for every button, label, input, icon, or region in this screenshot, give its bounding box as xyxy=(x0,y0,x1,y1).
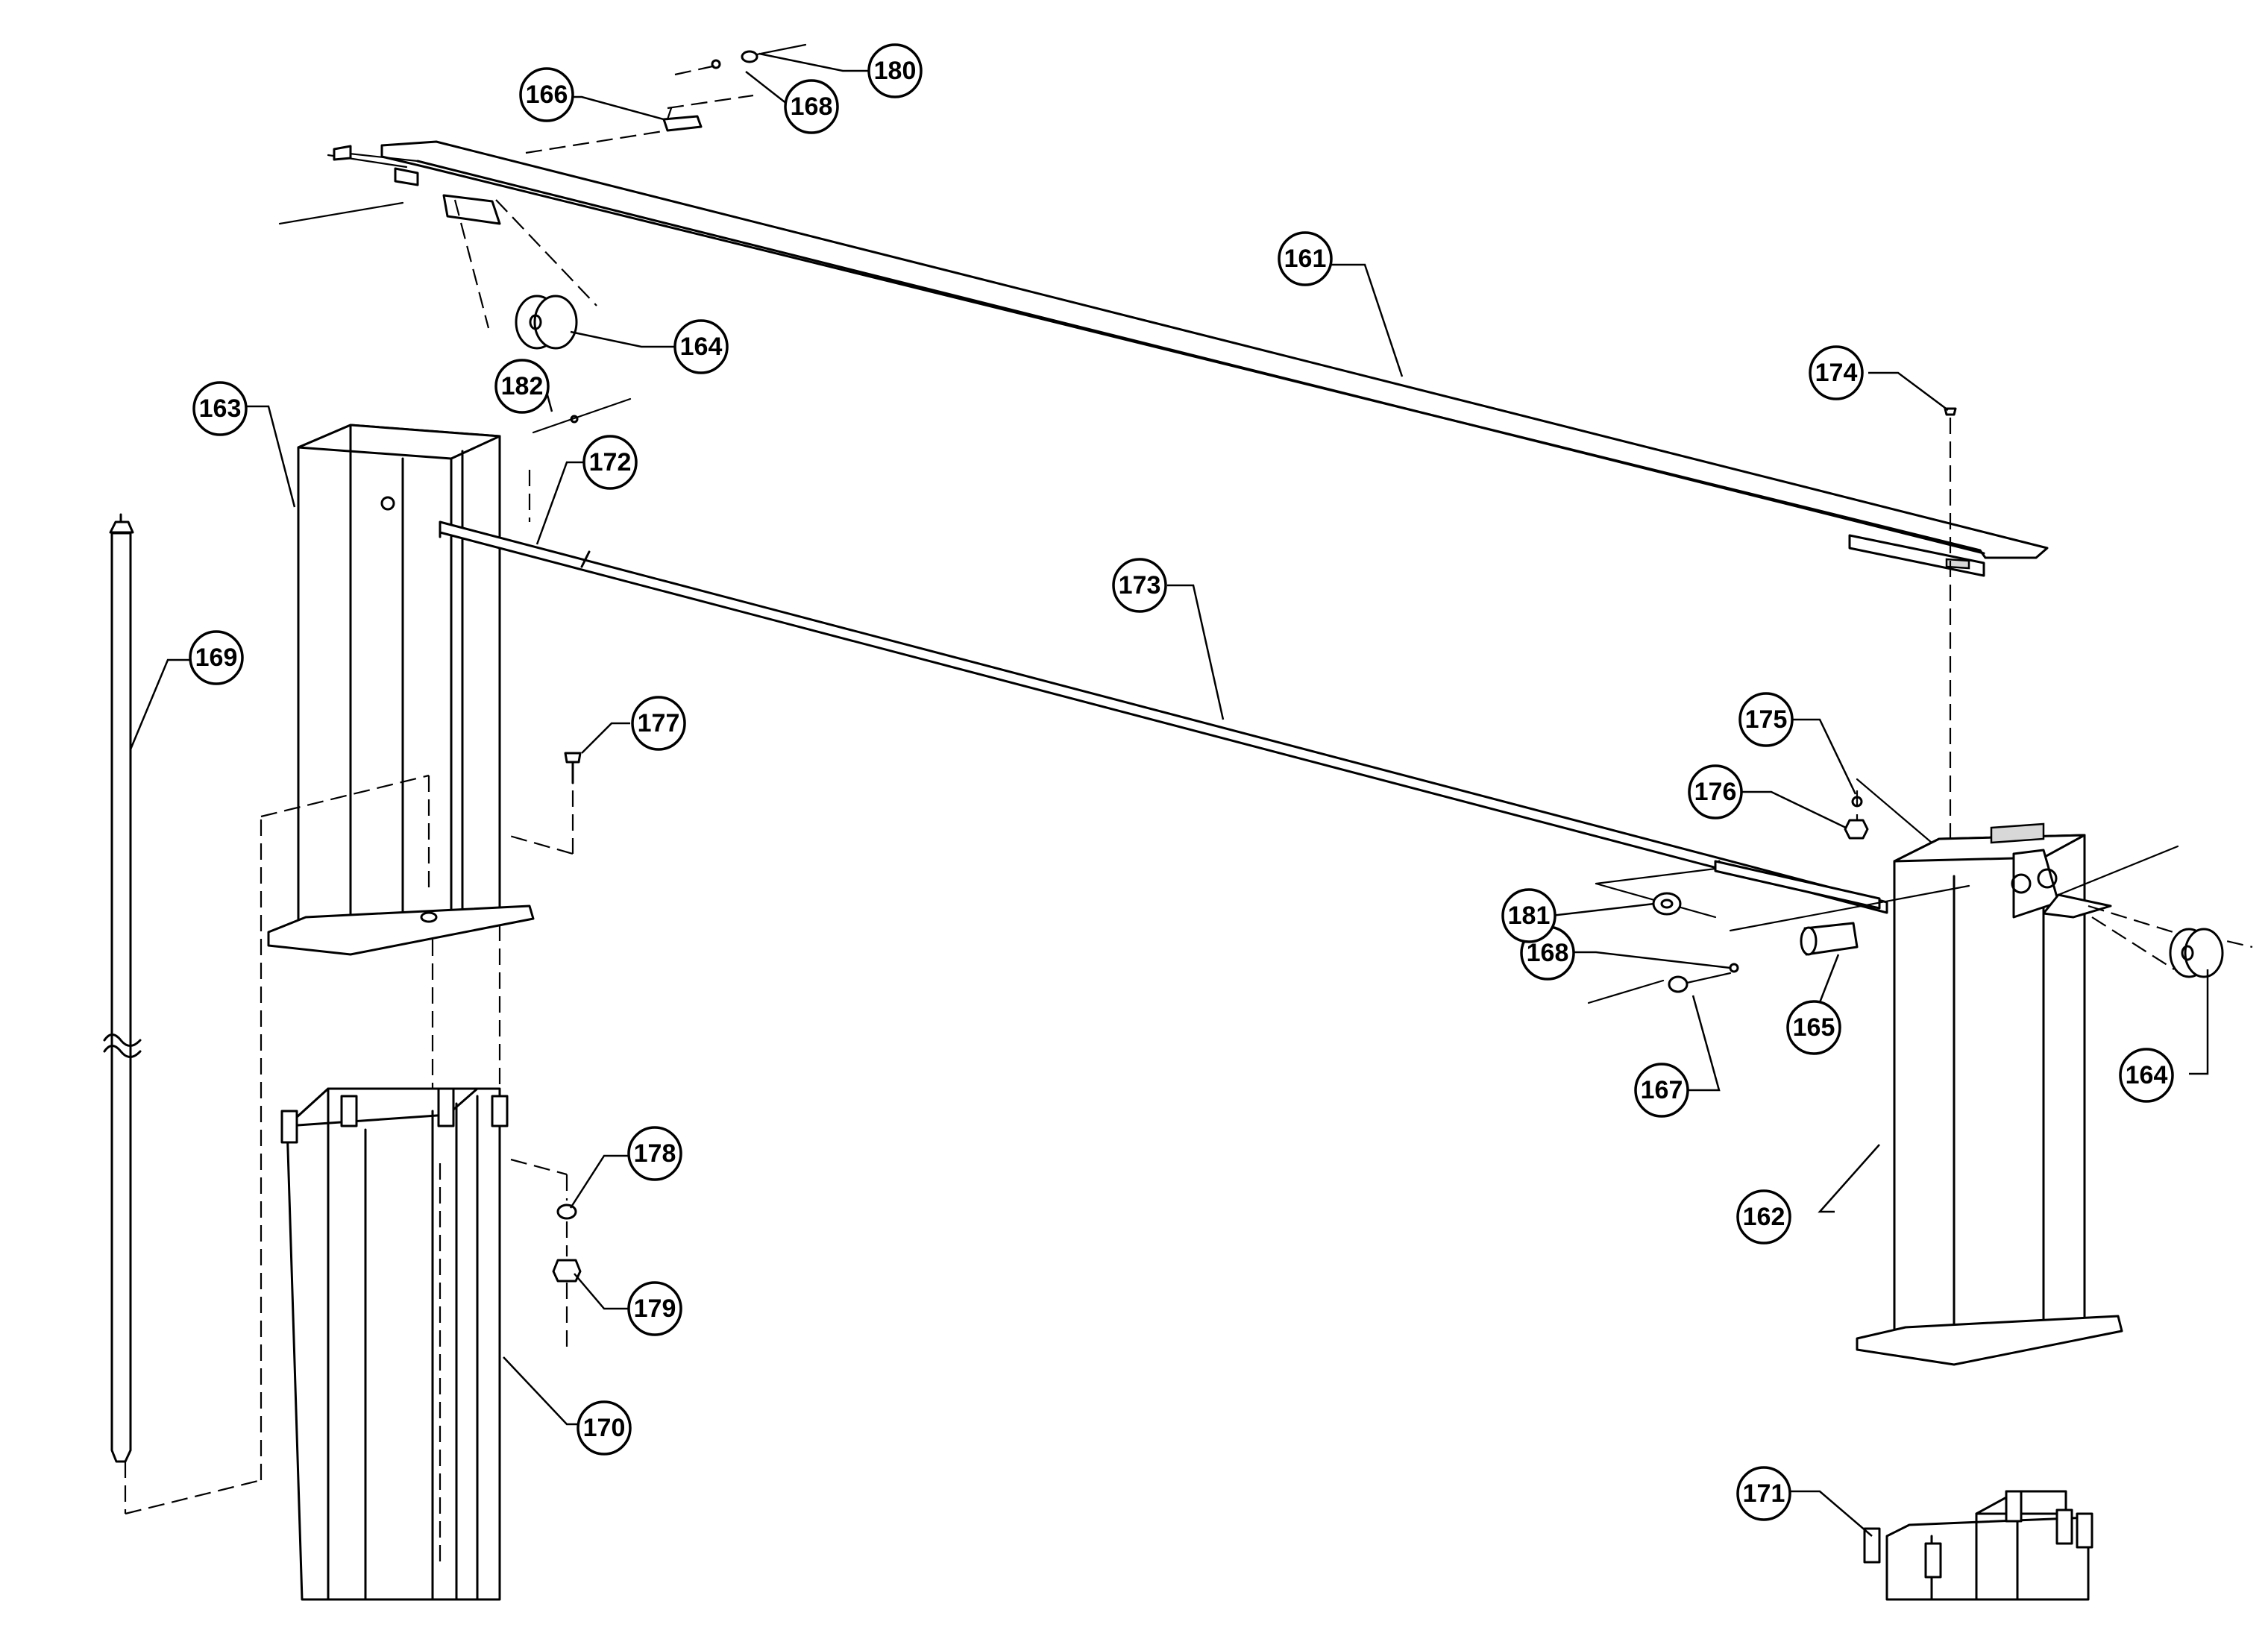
callout-167-label: 167 xyxy=(1641,1076,1683,1104)
rod-169 xyxy=(103,513,430,1515)
callout-178-label: 178 xyxy=(634,1139,676,1168)
callout-175: 175 xyxy=(1738,692,1794,747)
callout-169-label: 169 xyxy=(195,644,238,672)
callout-182: 182 xyxy=(494,359,550,414)
callout-181: 181 xyxy=(1501,888,1556,943)
callout-168-right-label: 168 xyxy=(1527,939,1569,967)
callout-171: 171 xyxy=(1736,1466,1791,1521)
callout-164-top: 164 xyxy=(673,319,729,374)
callout-168-top-label: 168 xyxy=(791,92,833,121)
callout-179-label: 179 xyxy=(634,1294,676,1323)
callout-173-label: 173 xyxy=(1119,571,1161,600)
pulley-right xyxy=(2088,904,2253,978)
callout-161: 161 xyxy=(1278,231,1333,286)
callout-162: 162 xyxy=(1736,1189,1791,1245)
right-column-lower xyxy=(1863,1490,2093,1601)
callout-181-label: 181 xyxy=(1508,902,1551,930)
pulley-top-left xyxy=(453,199,597,350)
callout-163-label: 163 xyxy=(199,394,242,423)
callout-166-label: 166 xyxy=(526,81,568,109)
callout-174-label: 174 xyxy=(1815,359,1858,387)
callout-170: 170 xyxy=(577,1400,632,1456)
overhead-beam xyxy=(278,140,2049,577)
cross-shaft xyxy=(439,520,1888,914)
callout-166: 166 xyxy=(519,67,574,122)
callout-176-label: 176 xyxy=(1694,778,1737,806)
hardware-181-165 xyxy=(1587,867,1970,1004)
right-column xyxy=(1856,822,2179,1366)
callout-168-top: 168 xyxy=(784,79,839,134)
top-link-rod xyxy=(525,43,807,154)
callout-161-label: 161 xyxy=(1284,245,1327,273)
callout-163: 163 xyxy=(192,381,248,436)
callout-180: 180 xyxy=(867,43,923,98)
callout-172: 172 xyxy=(582,435,638,490)
callout-171-label: 171 xyxy=(1743,1479,1785,1508)
bolt-177 xyxy=(506,752,582,855)
callout-178: 178 xyxy=(627,1126,682,1181)
callout-165-label: 165 xyxy=(1793,1013,1835,1042)
callout-172-label: 172 xyxy=(589,448,632,476)
callout-174: 174 xyxy=(1809,345,1864,400)
callout-170-label: 170 xyxy=(583,1414,626,1442)
left-column-upper xyxy=(267,424,535,956)
washer-nut-175-176 xyxy=(1844,778,1933,844)
callout-177: 177 xyxy=(631,696,686,751)
bolt-174 xyxy=(1944,407,1957,839)
callout-164-top-label: 164 xyxy=(680,333,723,361)
callout-177-label: 177 xyxy=(638,709,680,737)
callout-167: 167 xyxy=(1634,1063,1689,1118)
pin-182 xyxy=(528,397,632,522)
left-column-lower xyxy=(280,925,509,1601)
callout-180-label: 180 xyxy=(874,57,917,85)
callout-176: 176 xyxy=(1688,764,1743,819)
callout-165: 165 xyxy=(1786,1000,1841,1055)
callout-169: 169 xyxy=(189,630,244,685)
callout-162-label: 162 xyxy=(1743,1203,1785,1231)
callout-179: 179 xyxy=(627,1281,682,1336)
callout-175-label: 175 xyxy=(1745,705,1788,734)
washer-nut-178-179 xyxy=(510,1158,582,1353)
callout-164-right-label: 164 xyxy=(2126,1061,2168,1089)
callout-182-label: 182 xyxy=(501,372,544,400)
callout-164-right: 164 xyxy=(2119,1048,2174,1103)
callout-173: 173 xyxy=(1112,558,1167,613)
